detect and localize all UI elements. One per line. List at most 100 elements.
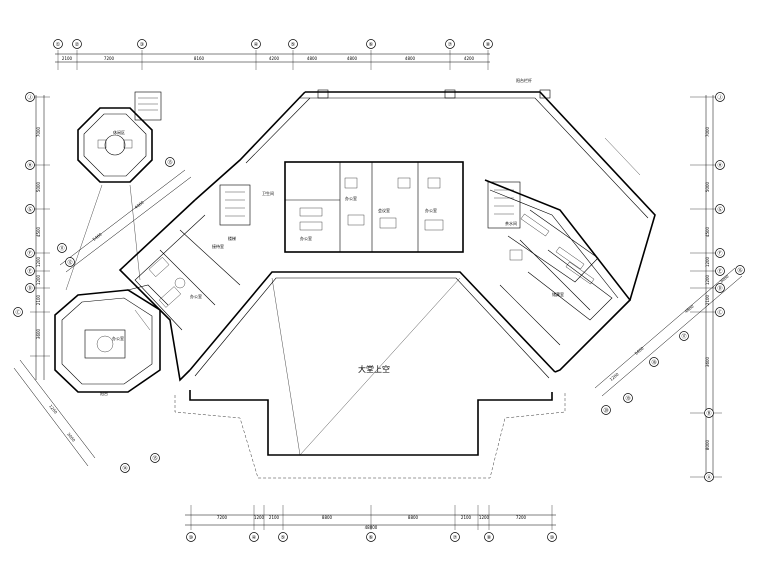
diag-right-dim-3: 1200 <box>609 371 620 382</box>
top-dim-3: 8160 <box>194 56 205 61</box>
top-axis-7: ⑦ <box>448 42 453 48</box>
diag-left-dim-3: 1200 <box>48 404 58 415</box>
right-axis-bubbles: Ⓙ Ⓗ Ⓖ Ⓕ Ⓔ Ⓓ Ⓒ Ⓑ Ⓐ <box>704 92 725 482</box>
left-dim-4: 1200 <box>36 256 41 267</box>
top-axis-4: ④ <box>254 42 259 48</box>
right-axis-8: Ⓑ <box>706 410 711 417</box>
room-pantry: 茶水间 <box>505 220 517 226</box>
left-dim-2: 5000 <box>36 181 41 192</box>
bottom-axis-4: ⑥ <box>369 535 374 541</box>
top-dim-2: 7200 <box>104 56 115 61</box>
right-dim-2: 5000 <box>705 181 710 192</box>
right-axis-9: Ⓐ <box>706 474 711 481</box>
right-dim-4: 1200 <box>705 256 710 267</box>
room-office-west-1: 办公室 <box>190 293 202 299</box>
bottom-dim-4: 8800 <box>322 515 333 520</box>
top-axis-8: ⑧ <box>486 42 491 48</box>
room-office-1: 办公室 <box>300 235 312 241</box>
bottom-axis-1: ⑩ <box>189 535 194 541</box>
diag-left-axis-3: ⑬ <box>167 159 172 166</box>
northwest-octagon-pavilion <box>65 91 162 291</box>
room-labels: 大堂上空 办公室 办公室 会议室 办公室 办公室 接待室 办公室 休闲区 储藏室… <box>100 77 564 396</box>
top-dim-8: 4200 <box>464 56 475 61</box>
right-dim-8: 8000 <box>705 439 710 450</box>
diagonal-dimension-right: 5400 4800 1200 3000 ⑯ ⑰ ⑱ ⑲ ⑳ <box>594 265 745 415</box>
diag-right-dim-2: 4800 <box>684 303 695 314</box>
right-axis-6: Ⓓ <box>717 285 722 292</box>
bottom-axis-3: ⑤ <box>281 535 285 541</box>
room-wc: 卫生间 <box>262 190 274 196</box>
left-axis-2: Ⓗ <box>27 162 32 169</box>
top-dimension-chain: 2100 7200 8160 4200 4800 4800 4800 4200 <box>55 50 490 70</box>
right-axis-3: Ⓖ <box>717 206 722 213</box>
room-meeting: 会议室 <box>378 207 390 213</box>
top-note: 阳台栏杆 <box>516 77 532 83</box>
building-outline <box>118 89 656 479</box>
southwest-octagon-pavilion <box>54 284 169 393</box>
left-axis-3: Ⓖ <box>27 206 32 213</box>
left-axis-4: Ⓕ <box>27 250 32 257</box>
top-axis-6: ⑥ <box>369 42 374 48</box>
left-axis-5: Ⓔ <box>27 268 32 275</box>
diag-right-axis-3: ⑱ <box>651 359 656 366</box>
bottom-dim-6: 2100 <box>461 515 472 520</box>
bottom-dim-2: 1200 <box>254 515 265 520</box>
diag-right-axis-2: ⑰ <box>681 333 686 340</box>
bottom-axis-5: ⑦ <box>453 535 458 541</box>
bottom-dimension-chain: 7200 1200 2100 8800 8800 2100 1200 7200 … <box>185 505 556 530</box>
top-dim-7: 4800 <box>405 56 416 61</box>
bottom-total: 48000 <box>365 525 378 530</box>
left-axis-7: Ⓒ <box>15 309 20 316</box>
diag-left-dim-1: 5400 <box>92 231 104 241</box>
bottom-dim-5: 8800 <box>408 515 419 520</box>
top-axis-3: ③ <box>140 42 144 48</box>
diag-right-dim-1: 5400 <box>634 345 645 356</box>
room-lounge: 休闲区 <box>113 129 125 135</box>
room-balcony: 阳台 <box>100 390 108 396</box>
bottom-dim-3: 2100 <box>269 515 280 520</box>
top-dim-5: 4800 <box>307 56 318 61</box>
diag-right-dim-4: 3000 <box>719 273 730 284</box>
right-axis-7: Ⓒ <box>717 309 722 316</box>
top-axis-5: ⑤ <box>291 42 295 48</box>
room-office-west-2: 办公室 <box>112 335 124 341</box>
bottom-axis-7: ⑩ <box>550 535 555 541</box>
left-axis-1: Ⓙ <box>27 94 32 101</box>
top-axis-bubbles: ① ② ③ ④ ⑤ ⑥ ⑦ ⑧ <box>53 39 493 49</box>
left-dim-6: 2100 <box>36 294 41 305</box>
room-office-2: 办公室 <box>345 195 357 201</box>
top-axis-1: ① <box>56 42 61 48</box>
diag-left-axis-5: ⑮ <box>152 455 157 462</box>
room-storage: 储藏室 <box>552 291 564 297</box>
room-office-3: 办公室 <box>425 207 437 213</box>
furniture <box>148 177 595 308</box>
left-dimension-chain: 7000 5000 4500 1200 1200 2100 3600 <box>30 95 50 380</box>
right-dim-6: 2100 <box>705 294 710 305</box>
right-dim-5: 1200 <box>705 274 710 285</box>
diagonal-dimension-left: 5400 4800 ⑪ ⑫ ⑬ ⑭ ⑮ 1200 3000 <box>13 157 192 473</box>
room-reception: 接待室 <box>212 243 224 249</box>
diag-right-axis-5: ⑳ <box>603 407 608 414</box>
bottom-dim-1: 7200 <box>217 515 228 520</box>
right-axis-5: Ⓔ <box>717 268 722 275</box>
diag-left-dim-4: 3000 <box>66 432 76 443</box>
bottom-axis-2: ④ <box>252 535 257 541</box>
diag-right-axis-1: ⑯ <box>737 267 742 274</box>
left-axis-6: Ⓓ <box>27 285 32 292</box>
left-dim-1: 7000 <box>36 126 41 137</box>
room-stair: 楼梯 <box>228 235 236 241</box>
left-axis-bubbles: Ⓙ Ⓗ Ⓖ Ⓕ Ⓔ Ⓓ Ⓒ <box>13 92 35 317</box>
top-dim-6: 4800 <box>347 56 358 61</box>
left-dim-5: 1200 <box>36 274 41 285</box>
diag-left-axis-4: ⑭ <box>122 465 127 472</box>
diag-left-dim-2: 4800 <box>134 199 146 209</box>
bottom-dim-7: 1200 <box>479 515 490 520</box>
right-dim-3: 4500 <box>705 226 710 237</box>
top-dim-4: 4200 <box>269 56 280 61</box>
hall-void-label: 大堂上空 <box>358 364 390 374</box>
right-axis-2: Ⓗ <box>717 162 722 169</box>
left-dim-3: 4500 <box>36 226 41 237</box>
right-axis-1: Ⓙ <box>717 94 722 101</box>
left-dim-7: 3600 <box>36 328 41 339</box>
